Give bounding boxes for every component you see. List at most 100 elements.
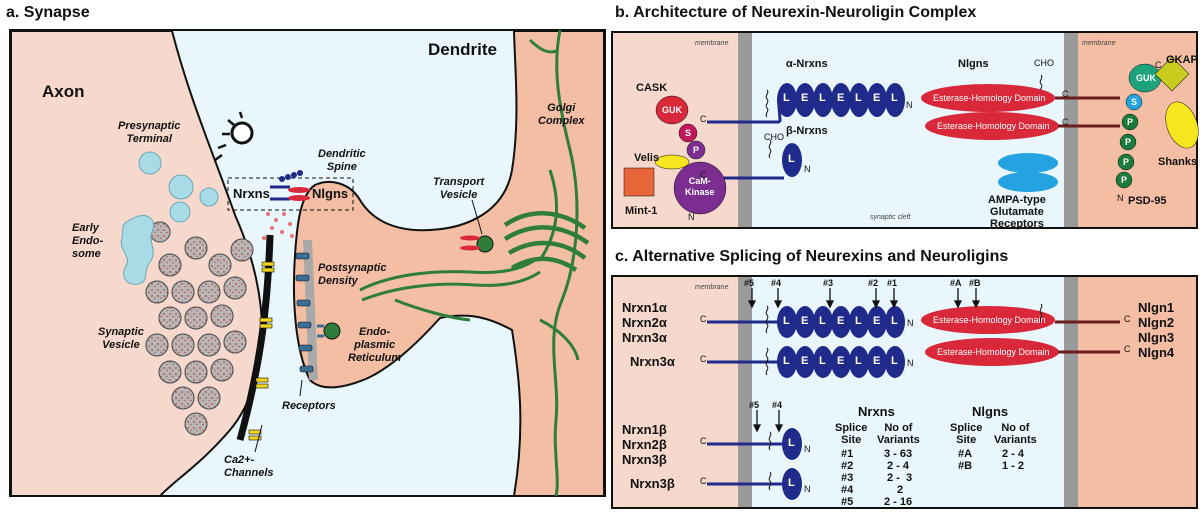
dendrite-label: Dendrite xyxy=(428,40,497,60)
c-site-3: #3 xyxy=(823,278,833,288)
nlgn-table-row: #B xyxy=(958,460,972,472)
nrxns-col-site: Splice Site xyxy=(835,422,867,446)
postsynaptic-density-label: Postsynaptic Density xyxy=(318,262,386,288)
fusing-vesicle xyxy=(232,123,252,143)
c-r2-c: C xyxy=(700,354,707,364)
b-alpha-n: N xyxy=(906,100,913,110)
nrxn-table-row: #4 xyxy=(841,484,853,496)
c-r1-d4: E xyxy=(837,315,844,327)
c-site-1: #1 xyxy=(887,278,897,288)
b-domain-2: E xyxy=(801,92,808,104)
c-beta-single-label: Nrxn3β xyxy=(630,476,675,491)
psd95-n: N xyxy=(1117,193,1124,203)
b-nlgn-c1: C xyxy=(1062,89,1069,99)
c-nlgn-label-2: Nlgn2 xyxy=(1138,315,1174,330)
golgi-label: Golgi Complex xyxy=(538,102,584,128)
b-nlgns-label: Nlgns xyxy=(958,58,989,70)
nrxn-table-row: 2 - 4 xyxy=(887,460,909,472)
nlgn-table-row: 1 - 2 xyxy=(1002,460,1024,472)
velis-label: Velis xyxy=(634,152,659,164)
c-nlgn-c2: C xyxy=(1124,344,1131,354)
er-label: Endo- plasmic Reticulum xyxy=(348,326,401,365)
c-r2-d6: E xyxy=(873,355,880,367)
nlgn-table-row: 2 - 4 xyxy=(1002,448,1024,460)
b-esterase-2: Esterase-Homology Domain xyxy=(937,121,1050,131)
axon-label: Axon xyxy=(42,82,85,102)
psd95-p3-label: P xyxy=(1123,157,1129,167)
panel-c-presyn-membrane xyxy=(738,277,752,507)
b-nlgn-c2: C xyxy=(1062,117,1069,127)
early-endosome-label: Early Endo- some xyxy=(72,222,103,261)
psd95-guk-label: GUK xyxy=(1136,73,1156,83)
c-nlgn-label-4: Nlgn4 xyxy=(1138,345,1174,360)
synaptic-vesicle-label: Synaptic Vesicle xyxy=(98,326,144,352)
nrxn-table-row: #1 xyxy=(841,448,853,460)
c-beta-label-3: Nrxn3β xyxy=(622,452,667,467)
c-r1-d6: E xyxy=(873,315,880,327)
b-domain-5: L xyxy=(855,92,862,104)
nrxn-table-row: #5 xyxy=(841,496,853,508)
presyn-membrane xyxy=(738,33,752,227)
c-r1-d7: L xyxy=(891,315,898,327)
c-nlgn-label-1: Nlgn1 xyxy=(1138,300,1174,315)
alpha-nrxn-link xyxy=(779,96,780,122)
psd95-p2-label: P xyxy=(1125,137,1131,147)
b-domain-6: E xyxy=(873,92,880,104)
receptors-label: Receptors xyxy=(282,400,336,412)
c-r2-d5: L xyxy=(855,355,862,367)
mint1-label: Mint-1 xyxy=(625,205,657,217)
nrxn-table-row: 2 xyxy=(897,484,903,496)
c-nlgn-label-3: Nlgn3 xyxy=(1138,330,1174,345)
panel-b-diagram xyxy=(612,32,1201,228)
nlgns-col-site: Splice Site xyxy=(950,422,982,446)
beta-nrxns-label: β-Nrxns xyxy=(786,125,828,137)
c-b2-c: C xyxy=(700,476,707,486)
shanks-label: Shanks xyxy=(1158,156,1197,168)
b-camk-n: N xyxy=(688,212,695,222)
psd95-p1-label: P xyxy=(1127,117,1133,127)
c-r2-d2: E xyxy=(801,355,808,367)
c-r2-d7: L xyxy=(891,355,898,367)
b-membrane-left: membrane xyxy=(695,40,728,47)
nrxn-table-row: 3 - 63 xyxy=(884,448,912,460)
synaptic-cleft-label: synaptic cleft xyxy=(870,214,910,221)
gkap-label: GKAP xyxy=(1166,54,1198,66)
c-b2-n: N xyxy=(804,484,811,494)
panel-c-postsyn-membrane xyxy=(1064,277,1078,507)
c-beta-site-4: #4 xyxy=(772,400,782,410)
mint1-shape xyxy=(624,168,654,196)
c-site-a: #A xyxy=(950,278,962,288)
c-beta-site-5: #5 xyxy=(749,400,759,410)
c-alpha-label-2: Nrxn2α xyxy=(622,315,667,330)
c-alpha-label-3: Nrxn3α xyxy=(622,330,667,345)
c-beta-label-1: Nrxn1β xyxy=(622,422,667,437)
postsyn-membrane xyxy=(1064,33,1078,227)
c-r1-d2: E xyxy=(801,315,808,327)
nrxn-table-row: #3 xyxy=(841,472,853,484)
b-beta-c: C xyxy=(700,170,707,180)
psd95-p4-label: P xyxy=(1121,175,1127,185)
nlgns-inset-label: Nlgns xyxy=(312,186,348,201)
c-r1-d5: L xyxy=(855,315,862,327)
b-membrane-right: membrane xyxy=(1082,40,1115,47)
c-r1-d1: L xyxy=(783,315,790,327)
b-cho-right: CHO xyxy=(1034,58,1054,68)
dendritic-spine-label: Dendritic Spine xyxy=(318,148,366,174)
c-esterase-1: Esterase-Homology Domain xyxy=(933,315,1046,325)
c-r2-d4: E xyxy=(837,355,844,367)
c-site-2: #2 xyxy=(868,278,878,288)
psd95-s-label: S xyxy=(1131,97,1137,107)
c-b2-d1: L xyxy=(788,477,795,489)
alpha-nrxns-label: α-Nrxns xyxy=(786,58,828,70)
panel-a-diagram xyxy=(10,30,605,496)
b-domain-1: L xyxy=(783,92,790,104)
c-site-5: #5 xyxy=(744,278,754,288)
panel-c-post xyxy=(1066,277,1196,507)
c-nlgn-c1: C xyxy=(1124,314,1131,324)
c-alpha-label-1: Nrxn1α xyxy=(622,300,667,315)
b-domain-7: L xyxy=(891,92,898,104)
b-cho-left: CHO xyxy=(764,132,784,142)
nrxn-table-row: #2 xyxy=(841,460,853,472)
nrxns-table-header: Nrxns xyxy=(858,404,895,419)
b-domain-3: L xyxy=(819,92,826,104)
